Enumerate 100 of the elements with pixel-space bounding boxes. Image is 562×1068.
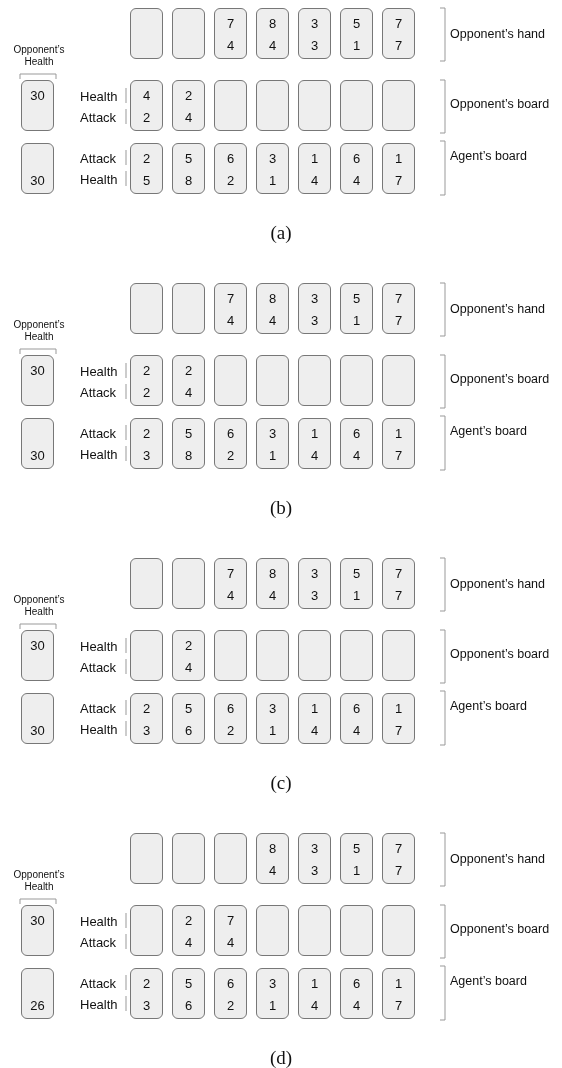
card-value: 7 [393,16,404,31]
card-value: 3 [309,38,320,53]
card [214,143,247,194]
card-value: 7 [393,448,404,463]
card-value: 30 [29,363,46,378]
card [298,80,331,131]
card-value: 3 [267,701,278,716]
card-value: 8 [267,291,278,306]
card-value: 7 [393,173,404,188]
card [256,283,289,334]
card-value: 2 [225,448,236,463]
card-value: 7 [225,16,236,31]
panel-caption: (b) [269,497,293,519]
card-value: 5 [183,426,194,441]
panel-caption: (d) [269,1047,293,1068]
card-value: 7 [393,863,404,878]
card-value: 2 [183,913,194,928]
card-value: 4 [225,313,236,328]
panel-caption: (c) [270,772,292,794]
card-value: 30 [29,173,46,188]
card-value: 3 [141,723,152,738]
card [214,418,247,469]
card-value: 5 [351,841,362,856]
card [382,355,415,406]
stat-label: Attack [80,385,117,400]
card [256,8,289,59]
card [21,355,54,406]
card-value: 5 [351,291,362,306]
card [214,558,247,609]
card-value: 2 [141,151,152,166]
card-value: 4 [309,723,320,738]
card [298,630,331,681]
row-label: Opponent’s hand [450,302,545,317]
card-value: 4 [183,385,194,400]
card [130,905,163,956]
card-value: 8 [183,173,194,188]
card-value: 4 [351,998,362,1013]
card [298,558,331,609]
card [256,418,289,469]
stat-label: Attack [80,660,117,675]
card-value: 6 [183,723,194,738]
card [130,630,163,681]
card-value: 1 [351,38,362,53]
card [256,80,289,131]
card-value: 6 [225,426,236,441]
card-value: 30 [29,88,46,103]
card-value: 3 [267,426,278,441]
card [130,8,163,59]
card [130,693,163,744]
card-value: 7 [393,38,404,53]
card [298,8,331,59]
row-label: Opponent’s board [450,372,550,387]
card-value: 1 [267,173,278,188]
stat-label: Health [80,914,118,929]
row-label: Opponent’s board [450,97,550,112]
card-value: 7 [393,723,404,738]
row-label: Opponent’s hand [450,577,545,592]
card [21,418,54,469]
row-label: Agent’s board [450,149,527,164]
card-value: 4 [225,588,236,603]
card-value: 30 [29,913,46,928]
card [340,143,373,194]
card [172,905,205,956]
card-value: 1 [267,723,278,738]
card [21,630,54,681]
stat-label: Attack [80,976,117,991]
card-value: 3 [309,291,320,306]
card-value: 1 [309,701,320,716]
card [340,283,373,334]
card [172,558,205,609]
card-value: 4 [351,173,362,188]
card-value: 3 [309,863,320,878]
card [340,80,373,131]
card-value: 30 [29,638,46,653]
card [382,8,415,59]
stat-label: Attack [80,110,117,125]
card [172,8,205,59]
card-value: 3 [267,151,278,166]
card-value: 4 [267,313,278,328]
card [382,143,415,194]
card [298,968,331,1019]
card-value: 2 [141,426,152,441]
card-value: 4 [351,723,362,738]
card [172,833,205,884]
card-value: 4 [225,38,236,53]
card [130,968,163,1019]
panel-caption: (a) [270,222,292,244]
card-value: 2 [183,638,194,653]
card-value: 6 [225,701,236,716]
row-label: Agent’s board [450,424,527,439]
card-value: 1 [351,588,362,603]
card-value: 4 [183,110,194,125]
card [382,558,415,609]
card [21,968,54,1019]
card-value: 7 [225,913,236,928]
card [256,558,289,609]
card [256,968,289,1019]
card [340,418,373,469]
card [214,8,247,59]
card [298,283,331,334]
